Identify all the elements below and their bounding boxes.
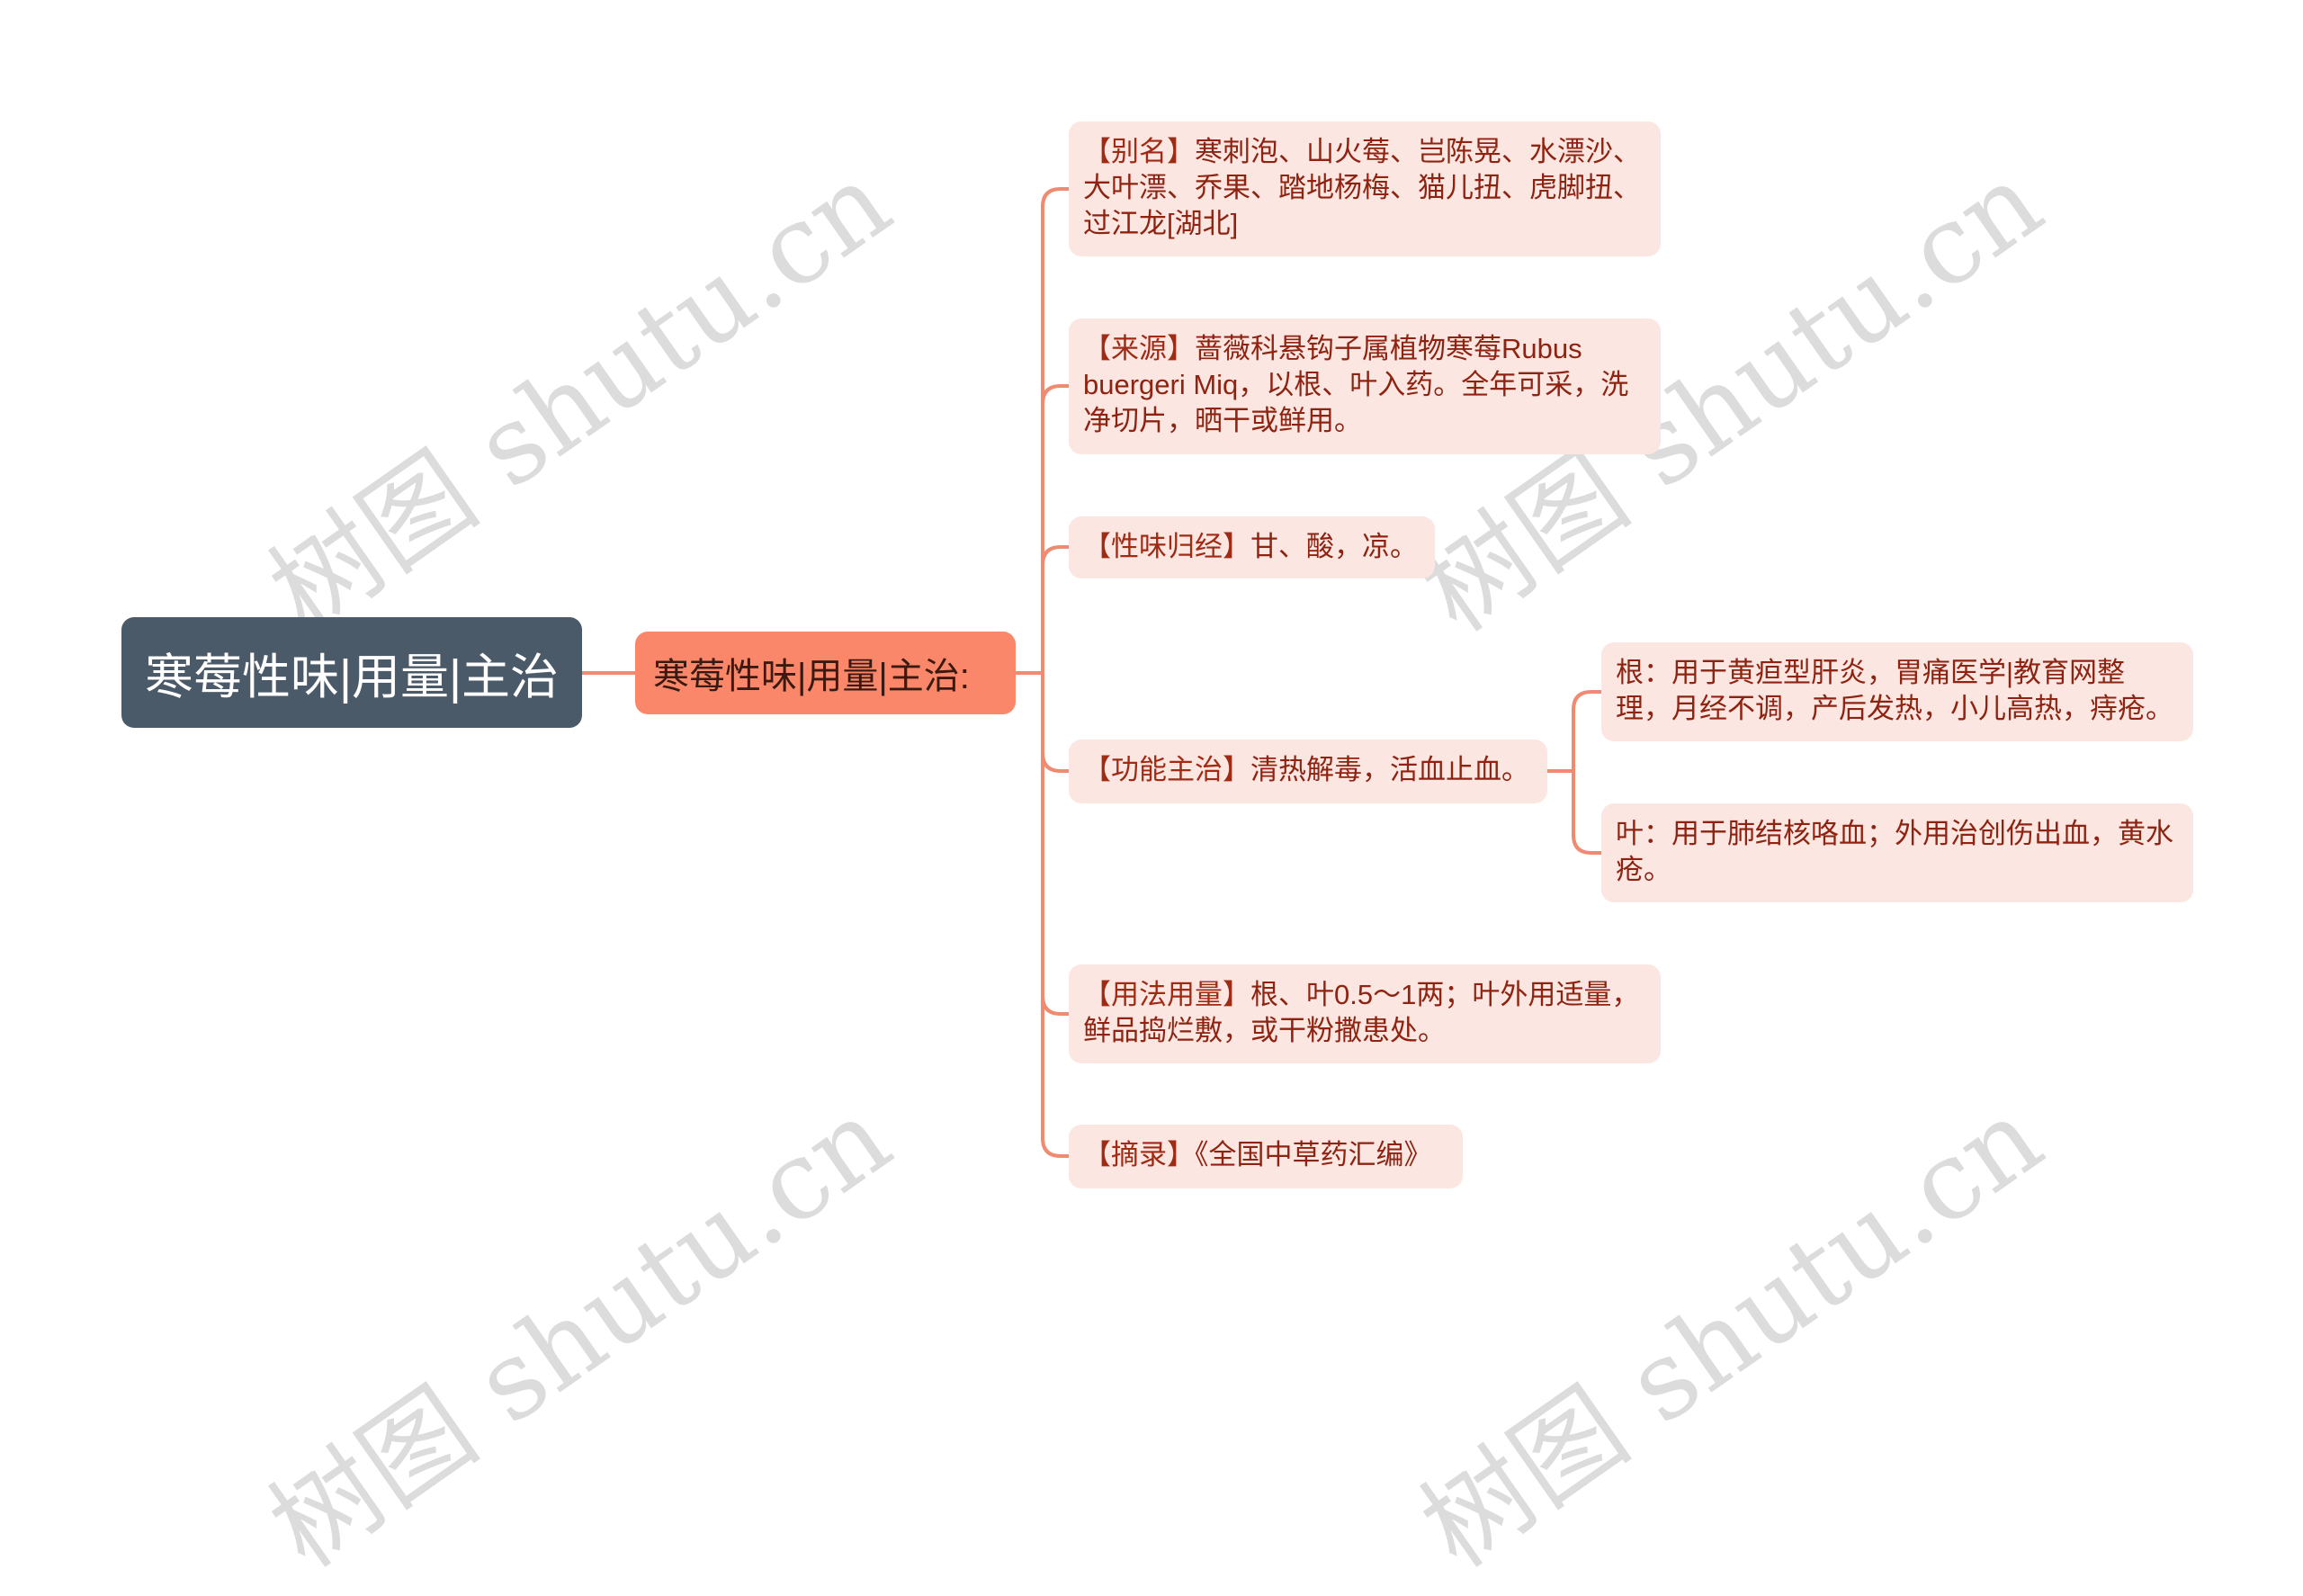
subleaf-leaf[interactable]: 叶：用于肺结核咯血；外用治创伤出血，黄水疮。 bbox=[1601, 803, 2193, 902]
leaf-text: 甘、酸，凉。 bbox=[1250, 531, 1418, 562]
root-label: 寒莓性味|用量|主治 bbox=[144, 650, 560, 704]
leaf-text: 清热解毒，活血止血。 bbox=[1250, 754, 1529, 785]
leaf-text: 《全国中草药汇编》 bbox=[1195, 1139, 1432, 1170]
leaf-function[interactable]: 【功能主治】清热解毒，活血止血。 bbox=[1069, 740, 1547, 803]
leaf-nature-taste[interactable]: 【性味归经】甘、酸，凉。 bbox=[1069, 516, 1435, 578]
main-topic-label: 寒莓性味|用量|主治: bbox=[653, 657, 970, 696]
leaf-tag: 【别名】 bbox=[1083, 136, 1195, 167]
leaf-alias[interactable]: 【别名】寒刺泡、山火莓、岂陈晃、水漂沙、大叶漂、乔果、踏地杨梅、猫儿扭、虎脚扭、… bbox=[1069, 121, 1661, 256]
leaf-dosage[interactable]: 【用法用量】根、叶0.5～1两；叶外用适量，鲜品捣烂敷，或干粉撒患处。 bbox=[1069, 964, 1661, 1063]
leaf-tag: 【性味归经】 bbox=[1083, 531, 1250, 562]
leaf-excerpt[interactable]: 【摘录】《全国中草药汇编》 bbox=[1069, 1125, 1463, 1188]
subleaf-text: 叶：用于肺结核咯血；外用治创伤出血，黄水疮。 bbox=[1616, 818, 2173, 885]
leaf-tag: 【用法用量】 bbox=[1083, 979, 1250, 1010]
leaf-text: 蔷薇科悬钩子属植物寒莓Rubus buergeri Miq，以根、叶入药。全年可… bbox=[1083, 333, 1629, 436]
leaf-source[interactable]: 【来源】蔷薇科悬钩子属植物寒莓Rubus buergeri Miq，以根、叶入药… bbox=[1069, 318, 1661, 454]
connector-lines bbox=[582, 187, 1601, 1158]
root-node[interactable]: 寒莓性味|用量|主治 bbox=[121, 617, 582, 728]
subleaf-text: 根：用于黄疸型肝炎，胃痛医学|教育网整理，月经不调，产后发热，小儿高热，痔疮。 bbox=[1616, 657, 2173, 724]
leaf-tag: 【功能主治】 bbox=[1083, 754, 1250, 785]
main-topic-node[interactable]: 寒莓性味|用量|主治: bbox=[635, 632, 1016, 714]
leaf-tag: 【摘录】 bbox=[1083, 1139, 1195, 1170]
leaf-text: 根、叶0.5～1两；叶外用适量，鲜品捣烂敷，或干粉撒患处。 bbox=[1083, 979, 1640, 1046]
subleaf-root[interactable]: 根：用于黄疸型肝炎，胃痛医学|教育网整理，月经不调，产后发热，小儿高热，痔疮。 bbox=[1601, 642, 2193, 741]
leaf-text: 寒刺泡、山火莓、岂陈晃、水漂沙、大叶漂、乔果、踏地杨梅、猫儿扭、虎脚扭、过江龙[… bbox=[1083, 136, 1641, 239]
leaf-tag: 【来源】 bbox=[1083, 333, 1195, 364]
